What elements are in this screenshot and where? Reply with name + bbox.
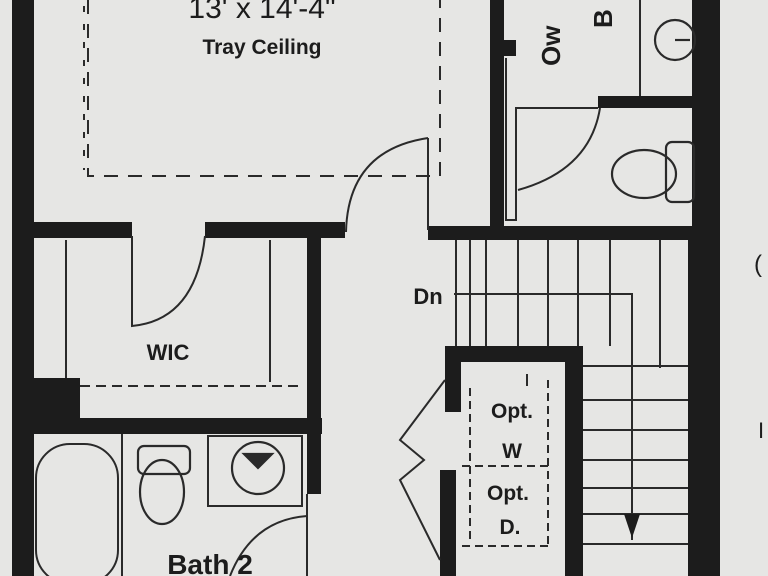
- primary-door-swing: [345, 137, 429, 233]
- dryer-label-line2: D.: [500, 516, 521, 539]
- owner-bath-label-line1: Ow: [536, 25, 566, 66]
- washer-label-line1: Opt.: [491, 400, 533, 423]
- primary-bottom-wall-right: [428, 226, 720, 240]
- thin-lines: [35, 0, 688, 576]
- primary-suite-right-wall: [490, 0, 504, 234]
- owner-bath-label-line2: B: [588, 9, 618, 28]
- bath2-door-swing: [229, 515, 308, 576]
- laundry-right-wall: [565, 346, 583, 576]
- laundry-top-wall: [445, 346, 583, 362]
- edge-letter-1: (: [754, 251, 762, 278]
- primary-ceiling-label: Tray Ceiling: [202, 36, 321, 59]
- stair-label: Dn: [413, 284, 442, 309]
- bath2-sink-basin: [230, 440, 286, 496]
- owner-door-swing: [517, 107, 601, 191]
- primary-bottom-wall-left: [12, 222, 132, 238]
- wic-door-swing: [131, 235, 206, 328]
- dryer-label-line1: Opt.: [487, 482, 529, 505]
- bath2-label: Bath 2: [167, 549, 253, 576]
- walls: [12, 0, 720, 576]
- owner-toilet-tank: [664, 140, 696, 204]
- owner-bath-divider: [598, 96, 704, 108]
- stair-right-wall: [688, 240, 706, 576]
- bath2-toilet-bowl: [138, 458, 186, 526]
- bath2-top-wall: [12, 418, 322, 434]
- laundry-left-wall: [445, 346, 461, 412]
- bath2-vanity: [207, 435, 303, 507]
- washer-label-line2: W: [502, 440, 522, 463]
- doors: [131, 107, 601, 576]
- wic-right-wall: [307, 236, 321, 494]
- right-exterior-wall: [704, 0, 720, 576]
- bath2-toilet-tank: [136, 444, 192, 476]
- left-exterior-wall: [12, 0, 34, 576]
- laundry-bifold-door: [398, 379, 446, 561]
- stair-direction-line: [454, 293, 633, 540]
- owner-toilet-bowl: [610, 148, 678, 200]
- owner-bath-closet-wall: [496, 40, 516, 56]
- stair-arrow-head: [624, 514, 640, 538]
- bath2-sink-faucet: [241, 452, 275, 470]
- fixtures: [136, 18, 697, 526]
- primary-bottom-wall-mid: [205, 222, 345, 238]
- owner-sink-basin: [653, 18, 697, 62]
- edge-letter-2: I: [758, 418, 764, 443]
- closet-label: WIC: [147, 340, 190, 365]
- wic-bottom-wall: [12, 378, 80, 418]
- laundry-left-wall-lower: [440, 470, 456, 576]
- owner-closet-outline: [505, 58, 598, 221]
- bath2-tub: [35, 443, 119, 576]
- primary-dimensions-label: 13' x 14'-4": [188, 0, 335, 25]
